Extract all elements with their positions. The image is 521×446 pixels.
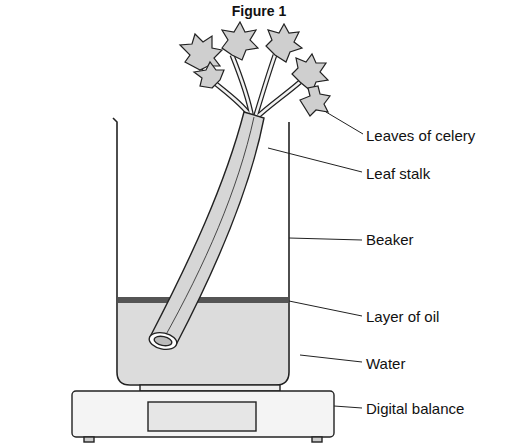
part-label: Water	[366, 356, 405, 373]
water	[118, 303, 288, 384]
figure-title: Figure 1	[232, 4, 286, 19]
digital-balance	[72, 385, 334, 442]
part-label: Layer of oil	[366, 309, 439, 326]
part-label: Leaf stalk	[366, 166, 430, 183]
part-label: Leaves of celery	[366, 128, 475, 145]
celery-stalk	[148, 112, 264, 352]
oil-layer	[118, 297, 288, 303]
part-label: Digital balance	[366, 401, 464, 418]
part-label: Beaker	[366, 232, 414, 249]
leader-lines	[268, 112, 363, 408]
celery-leaves	[180, 22, 330, 118]
